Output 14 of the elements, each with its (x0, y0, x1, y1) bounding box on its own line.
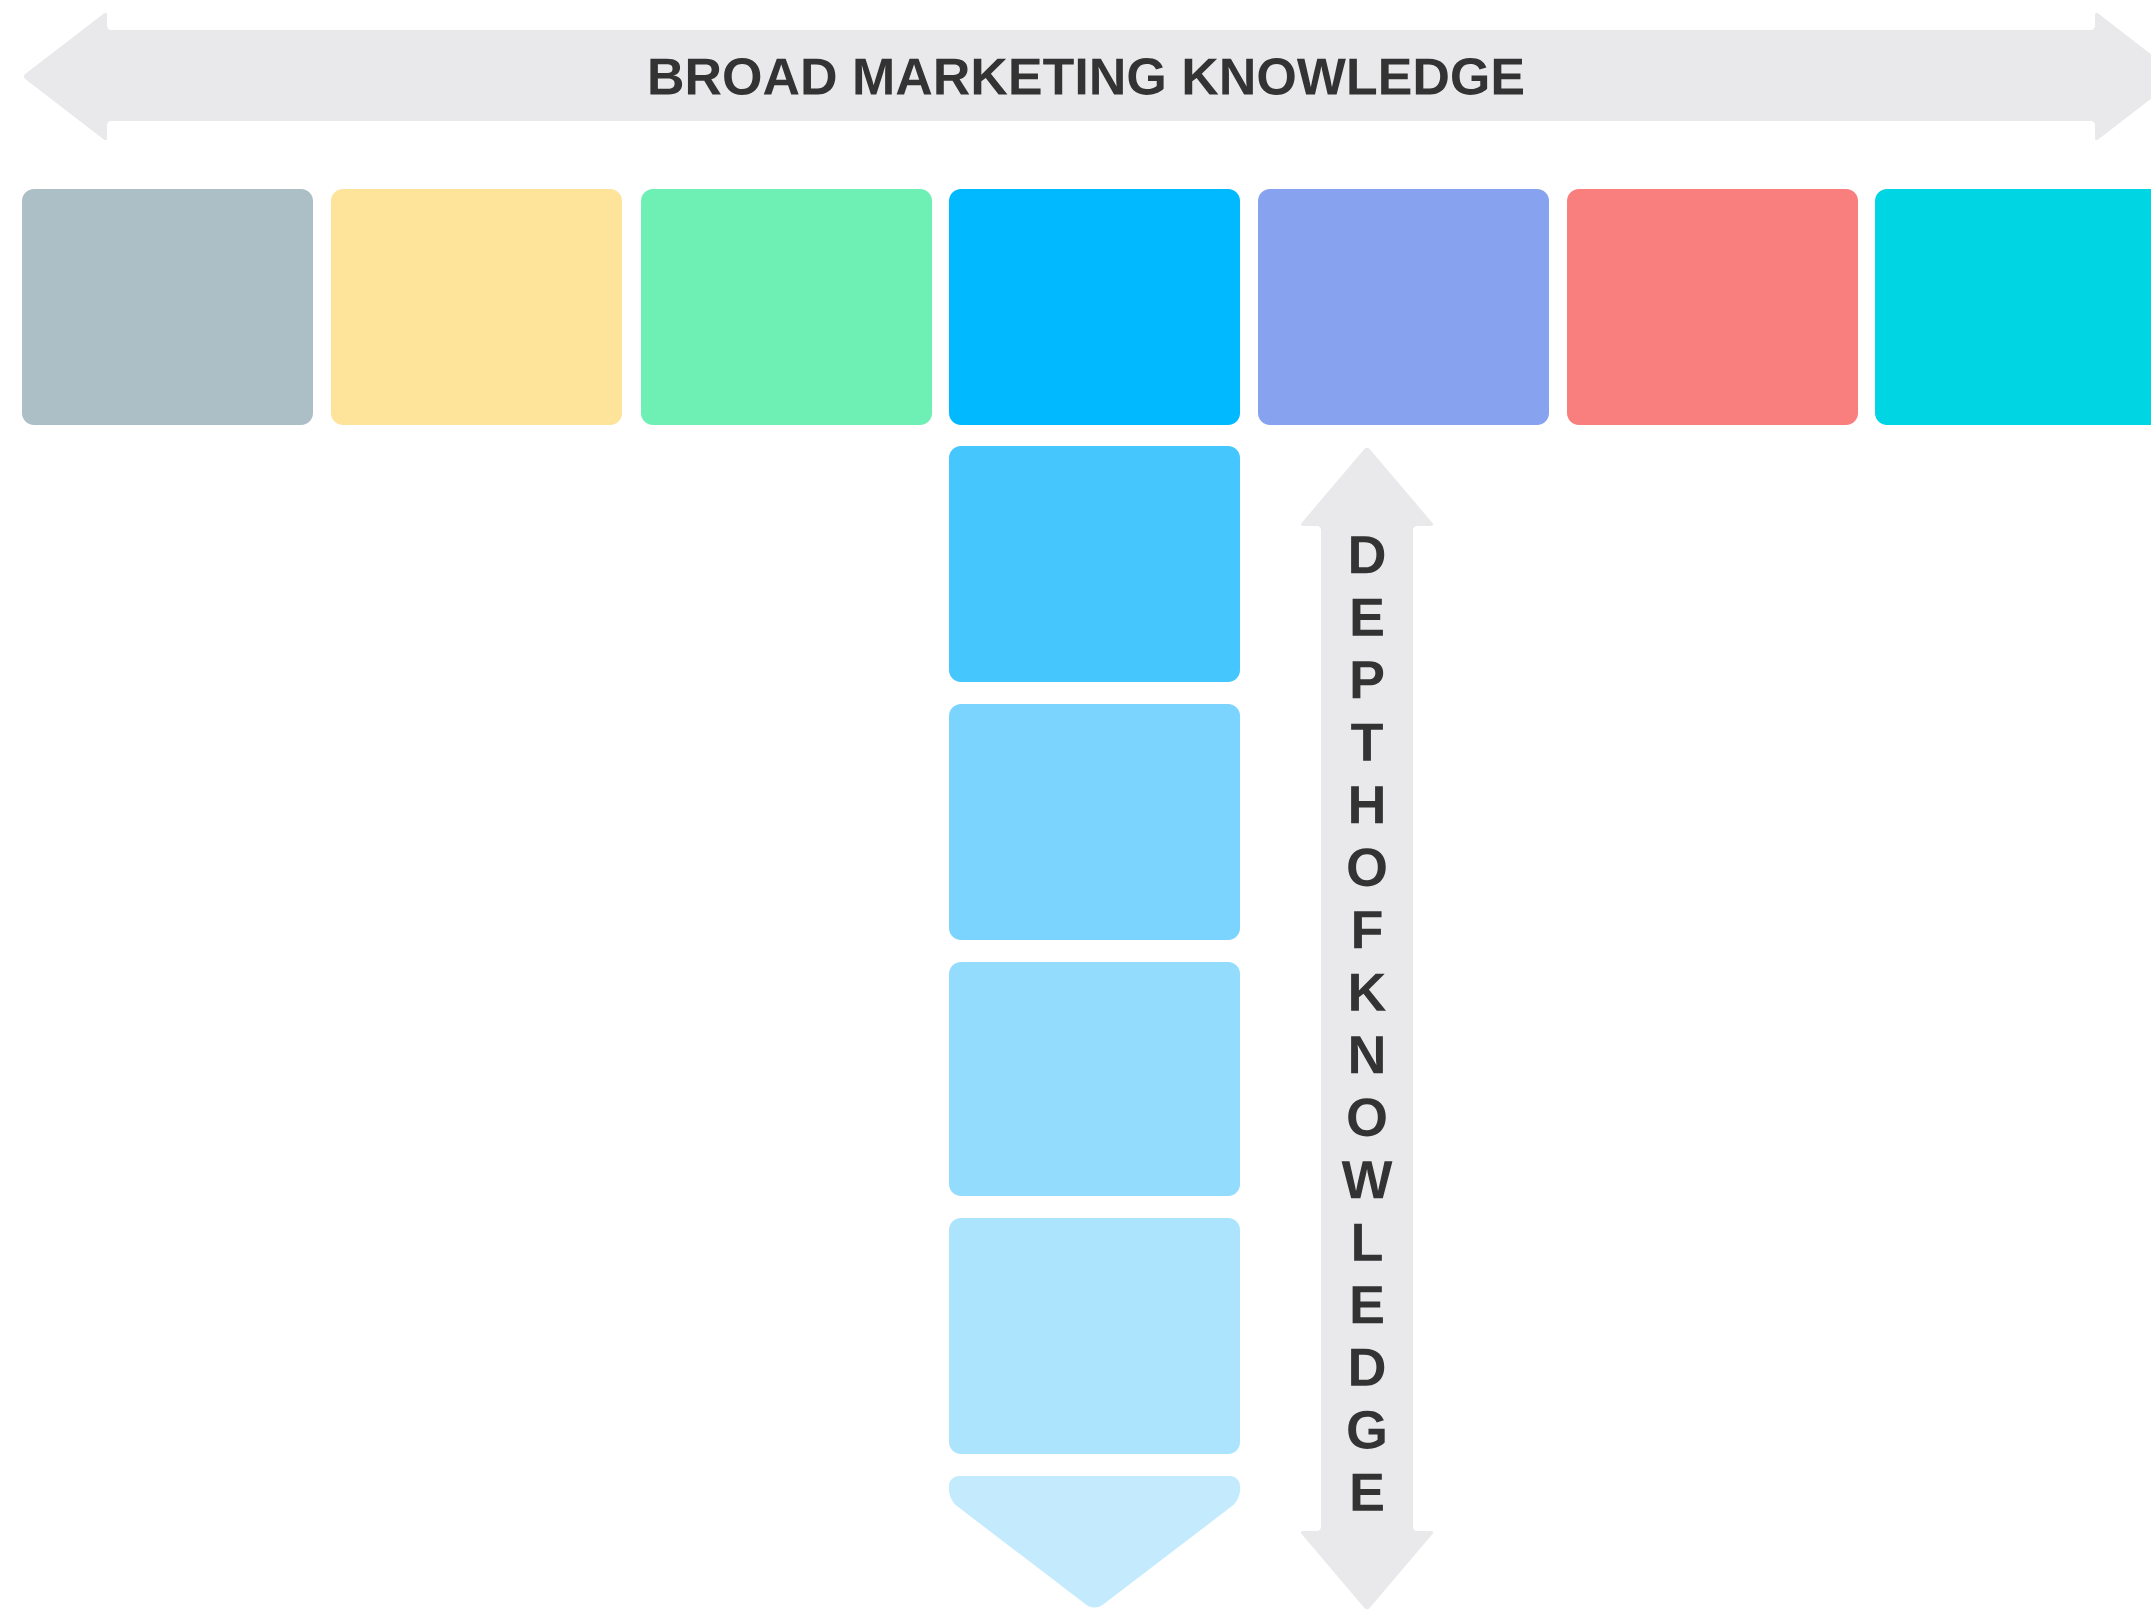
block (22, 189, 313, 425)
chevron-block (949, 1476, 1240, 1608)
block (949, 446, 1240, 682)
block (1258, 189, 1549, 425)
block (641, 189, 932, 425)
block (1567, 189, 1859, 425)
double-arrow-band: BROAD MARKETING KNOWLEDGE (23, 12, 2151, 141)
block (949, 1218, 1240, 1454)
block (1875, 189, 2151, 425)
block (331, 189, 622, 425)
block (949, 704, 1240, 940)
block (949, 189, 1240, 425)
double-arrow-band: DEPTH OF KNOWLEDGE (1300, 447, 1434, 1610)
block (949, 962, 1240, 1196)
